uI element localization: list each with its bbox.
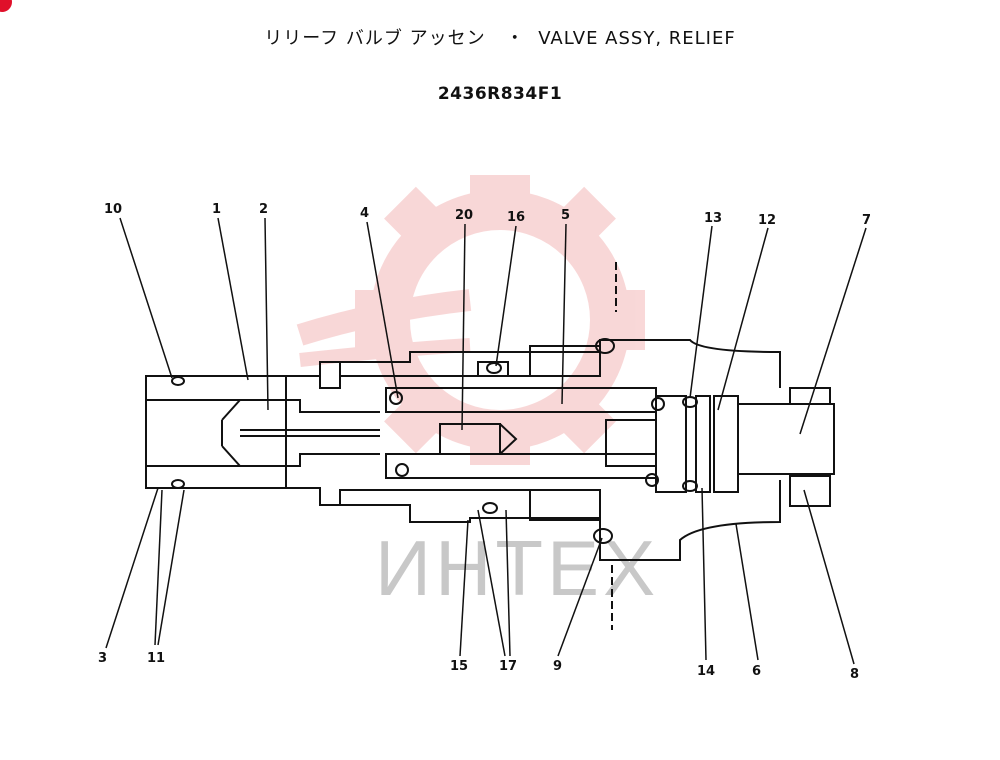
callout-10: 10 <box>104 202 122 217</box>
callout-3: 3 <box>98 651 107 666</box>
callout-7: 7 <box>862 213 871 228</box>
corner-marker <box>0 0 12 12</box>
callout-13: 13 <box>704 211 722 226</box>
callout-17: 17 <box>499 659 517 674</box>
callout-labels: 10 1 2 4 20 16 5 13 12 7 3 11 15 17 9 14… <box>98 202 871 682</box>
callout-8: 8 <box>850 667 859 682</box>
watermark-text: ИНТЕХ <box>375 524 659 612</box>
callout-14: 14 <box>697 664 715 679</box>
callout-20: 20 <box>455 208 473 223</box>
callout-11: 11 <box>147 651 165 666</box>
callout-5: 5 <box>561 208 570 223</box>
callout-6: 6 <box>752 664 761 679</box>
page-title: リリーフ バルブ アッセン ・ VALVE ASSY, RELIEF <box>264 28 736 49</box>
callout-2: 2 <box>259 202 268 217</box>
part-number: 2436R834F1 <box>437 84 563 104</box>
callout-15: 15 <box>450 659 468 674</box>
callout-4: 4 <box>360 206 369 221</box>
leader-lines <box>105 217 867 665</box>
callout-1: 1 <box>212 202 221 217</box>
seal-rings <box>171 338 698 544</box>
callout-12: 12 <box>758 213 776 228</box>
callout-16: 16 <box>507 210 525 225</box>
callout-9: 9 <box>553 659 562 674</box>
valve-assembly-drawing <box>145 262 835 630</box>
